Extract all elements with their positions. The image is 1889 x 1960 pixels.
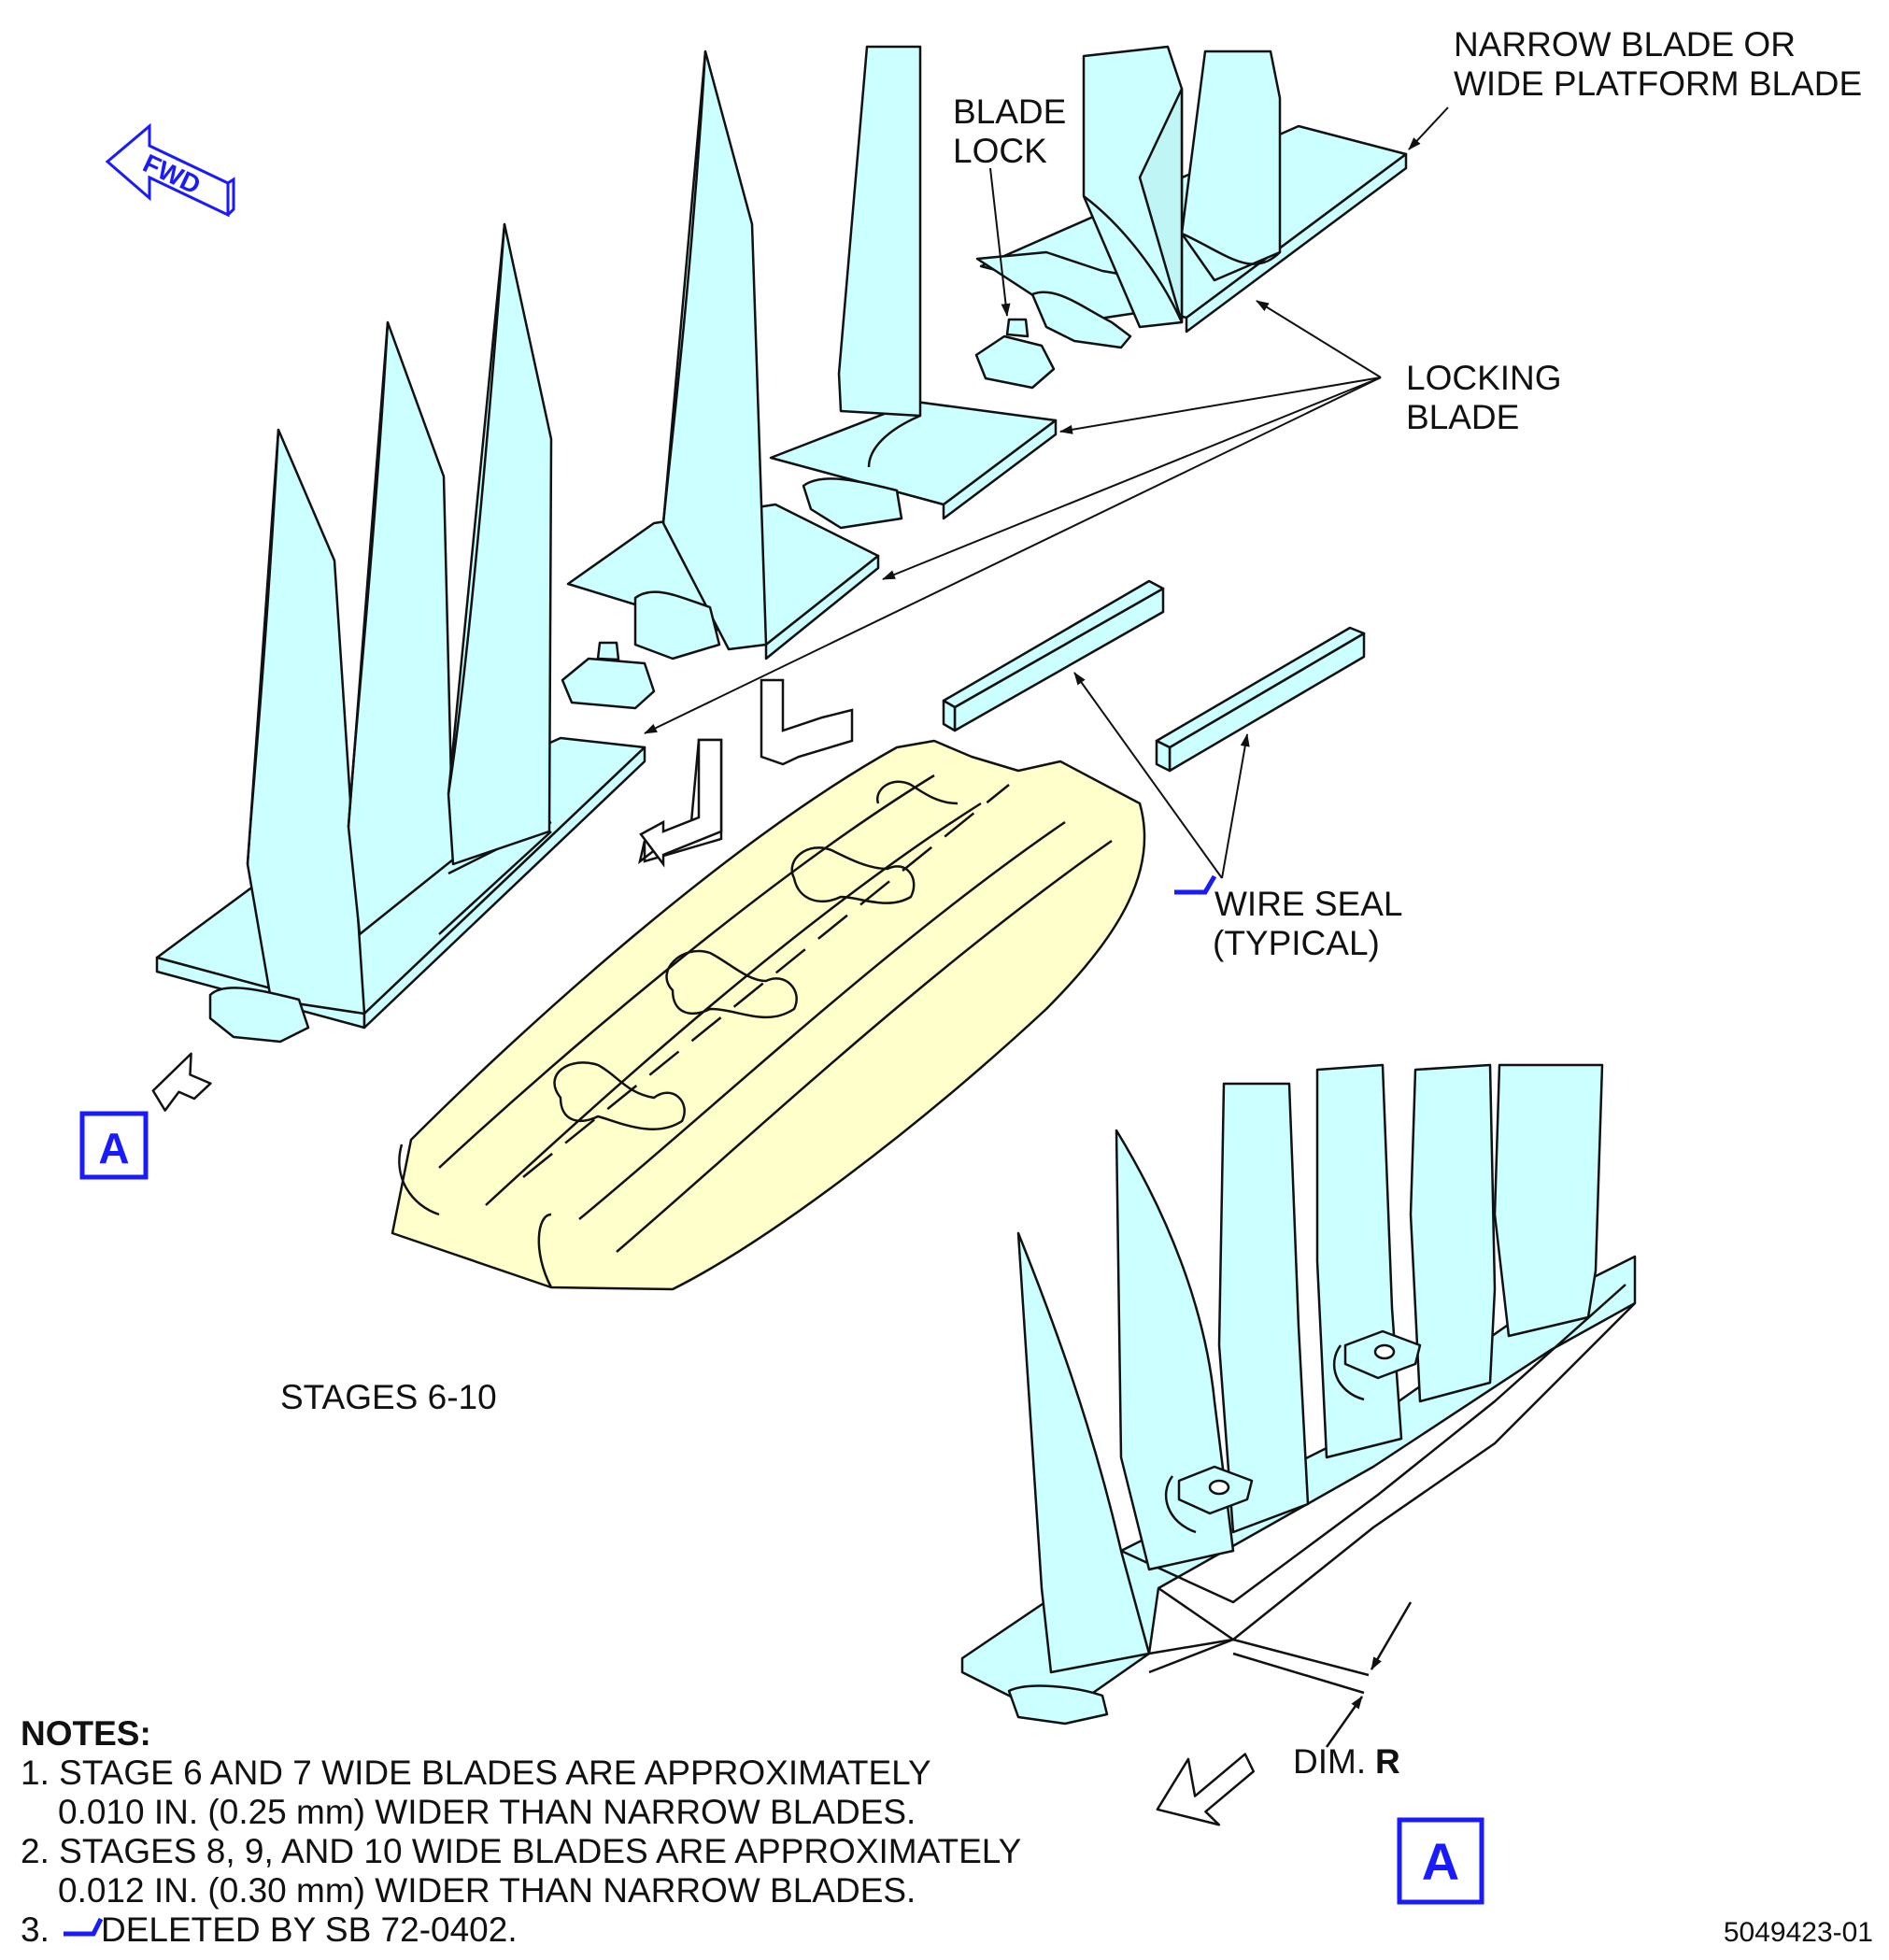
wire-seal-label: WIRE SEAL (1214, 885, 1403, 923)
view-a-letter: A (98, 1124, 129, 1172)
left-blade-group (155, 222, 646, 1044)
view-a-title-letter: A (1422, 1832, 1459, 1891)
wide-platform-blade-label: WIDE PLATFORM BLADE (1454, 64, 1862, 103)
blade-lock-label: BLADE (953, 92, 1066, 131)
view-a-callout-right: A (1397, 1817, 1484, 1905)
notes-heading: NOTES: (21, 1714, 151, 1753)
note-1-line1: 1. STAGE 6 AND 7 WIDE BLADES ARE APPROXI… (21, 1754, 931, 1792)
stages-label: STAGES 6-10 (280, 1378, 497, 1416)
note-2-line1: 2. STAGES 8, 9, AND 10 WIDE BLADES ARE A… (21, 1832, 1021, 1870)
dim-prefix: DIM. (1293, 1742, 1366, 1781)
dim-letter: R (1375, 1742, 1400, 1781)
note-3-number: 3. (21, 1910, 50, 1949)
view-a-callout-left: A (79, 1111, 149, 1180)
wire-seals (942, 579, 1366, 773)
note-1-line2: 0.010 IN. (0.25 mm) WIDER THAN NARROW BL… (58, 1793, 916, 1831)
deleted-flag-icon (1174, 874, 1217, 895)
view-a-direction-arrow (1156, 1753, 1256, 1826)
top-right-blade-group (974, 45, 1408, 390)
fwd-arrow-icon: FWD (105, 122, 235, 218)
note-2-line2: 0.012 IN. (0.30 mm) WIDER THAN NARROW BL… (58, 1871, 916, 1910)
assembly-direction-arrows (638, 678, 854, 868)
rotor-disk-segment (391, 739, 1146, 1291)
locking-blade-label-line2: BLADE (1406, 398, 1519, 436)
dimension-r-marker (1232, 1601, 1413, 1748)
middle-blade-group (561, 45, 1058, 710)
dimension-r-label: DIM. R (1293, 1742, 1400, 1781)
narrow-blade-label: NARROW BLADE OR (1454, 25, 1796, 64)
wire-seal-typical-label: (TYPICAL) (1213, 924, 1380, 962)
figure-id: 5049423-01 (1724, 1917, 1873, 1948)
locking-blade-label: LOCKING (1406, 359, 1562, 397)
deleted-flag-icon (64, 1917, 104, 1937)
view-a-detail (960, 1063, 1637, 1726)
blade-lock-label-line2: LOCK (953, 132, 1047, 170)
leader-lines (644, 107, 1449, 879)
view-a-indicator-arrow (151, 1052, 212, 1112)
notes-block: NOTES: 1. STAGE 6 AND 7 WIDE BLADES ARE … (21, 1714, 1021, 1949)
wire-seal-callout: WIRE SEAL (TYPICAL) (1174, 874, 1403, 962)
note-3-text: DELETED BY SB 72-0402. (101, 1910, 518, 1949)
